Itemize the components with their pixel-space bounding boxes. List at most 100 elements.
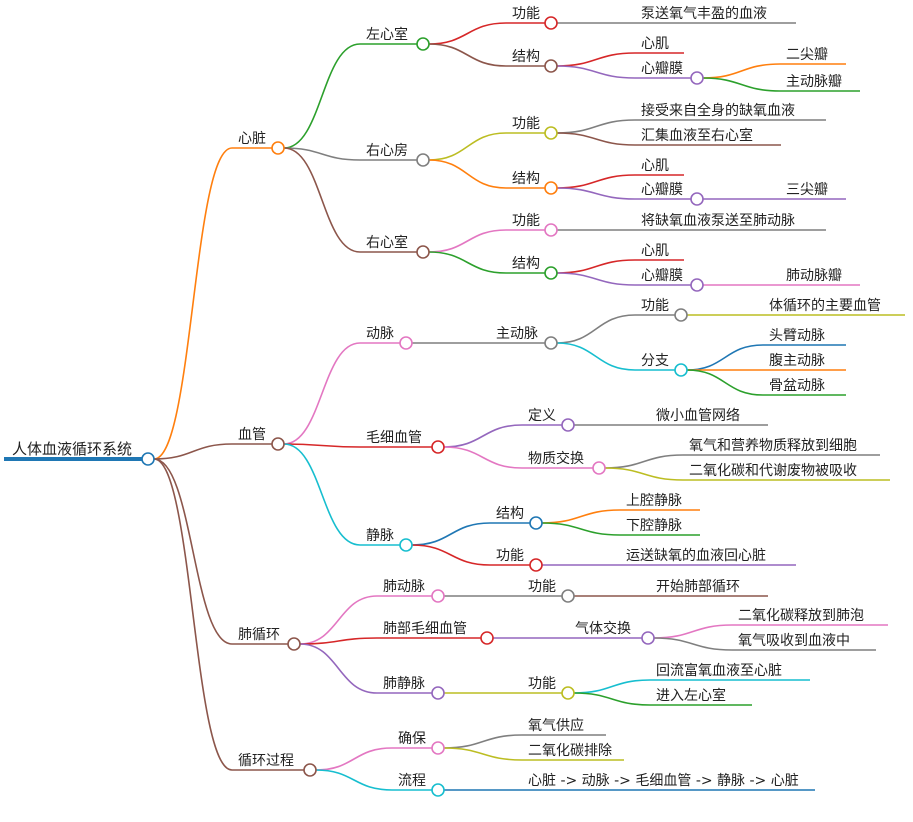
branch-link xyxy=(556,65,636,79)
node-label: 接受来自全身的缺氧血液 xyxy=(641,102,795,119)
node-label: 二氧化碳和代谢废物被吸收 xyxy=(689,463,857,479)
branch-link xyxy=(428,43,507,67)
node-toggle-circle[interactable] xyxy=(416,245,430,259)
node-toggle-circle[interactable] xyxy=(592,461,606,475)
node-toggle-circle[interactable] xyxy=(674,363,688,377)
branch-link xyxy=(573,692,651,706)
node-toggle-circle[interactable] xyxy=(431,589,445,603)
node-label: 功能 xyxy=(528,579,556,595)
branch-link xyxy=(443,734,523,749)
node-label: 心瓣膜 xyxy=(641,61,683,77)
branch-link xyxy=(428,251,507,274)
node-label: 三尖瓣 xyxy=(786,182,828,198)
node-label: 结构 xyxy=(512,256,540,272)
branch-link xyxy=(556,52,636,67)
node-label: 氧气和营养物质释放到细胞 xyxy=(689,438,857,454)
node-toggle-circle[interactable] xyxy=(674,308,688,322)
branch-link xyxy=(556,314,636,344)
root-node-circle[interactable] xyxy=(141,452,155,466)
branch-link xyxy=(541,522,621,536)
node-label: 毛细血管 xyxy=(366,430,422,446)
node-label: 定义 xyxy=(528,408,556,424)
node-label: 心瓣膜 xyxy=(641,182,683,198)
branch-link xyxy=(428,22,507,45)
node-toggle-circle[interactable] xyxy=(641,631,655,645)
branch-link xyxy=(653,637,733,651)
node-label: 氧气供应 xyxy=(528,717,584,734)
node-label: 肺部毛细血管 xyxy=(383,621,467,637)
branch-link xyxy=(299,595,378,645)
node-toggle-circle[interactable] xyxy=(271,141,285,155)
node-toggle-circle[interactable] xyxy=(399,336,413,350)
node-label: 主动脉瓣 xyxy=(786,74,842,90)
node-toggle-circle[interactable] xyxy=(544,266,558,280)
node-toggle-circle[interactable] xyxy=(690,278,704,292)
node-toggle-circle[interactable] xyxy=(544,181,558,195)
branch-link xyxy=(556,259,636,274)
node-toggle-circle[interactable] xyxy=(561,686,575,700)
branch-link xyxy=(702,77,781,92)
node-toggle-circle[interactable] xyxy=(544,59,558,73)
node-toggle-circle[interactable] xyxy=(544,336,558,350)
node-toggle-circle[interactable] xyxy=(431,440,445,454)
node-label: 右心室 xyxy=(366,234,408,251)
branch-link xyxy=(686,344,764,371)
node-label: 物质交换 xyxy=(528,450,584,467)
branch-link xyxy=(283,147,361,253)
node-toggle-circle[interactable] xyxy=(690,71,704,85)
node-label: 分支 xyxy=(641,353,669,369)
node-toggle-circle[interactable] xyxy=(399,538,413,552)
branch-link xyxy=(443,424,523,448)
node-toggle-circle[interactable] xyxy=(271,437,285,451)
node-toggle-circle[interactable] xyxy=(561,418,575,432)
node-toggle-circle[interactable] xyxy=(287,637,301,651)
links-layer xyxy=(4,22,905,791)
node-toggle-circle[interactable] xyxy=(561,589,575,603)
node-toggle-circle[interactable] xyxy=(480,631,494,645)
branch-link xyxy=(573,679,651,694)
node-label: 开始肺部循环 xyxy=(656,579,740,595)
node-label: 肺动脉 xyxy=(383,579,425,595)
node-toggle-circle[interactable] xyxy=(416,153,430,167)
node-label: 将缺氧血液泵送至肺动脉 xyxy=(641,213,795,229)
branch-link xyxy=(653,624,733,639)
node-label: 骨盆动脉 xyxy=(769,378,825,394)
branch-link xyxy=(315,769,393,791)
root-label: 人体血液循环系统 xyxy=(12,440,132,458)
node-toggle-circle[interactable] xyxy=(431,686,445,700)
branch-link xyxy=(556,272,636,286)
node-label: 动脉 xyxy=(366,326,394,342)
node-label: 腹主动脉 xyxy=(769,352,825,369)
branch-link xyxy=(556,132,636,146)
node-toggle-circle[interactable] xyxy=(431,783,445,797)
node-label: 循环过程 xyxy=(238,753,294,769)
node-toggle-circle[interactable] xyxy=(544,126,558,140)
branch-link xyxy=(428,229,507,253)
node-toggle-circle[interactable] xyxy=(529,558,543,572)
branch-link xyxy=(283,342,361,445)
node-toggle-circle[interactable] xyxy=(544,16,558,30)
node-label: 功能 xyxy=(512,213,540,229)
node-toggle-circle[interactable] xyxy=(431,741,445,755)
node-toggle-circle[interactable] xyxy=(303,763,317,777)
branch-link xyxy=(153,443,233,460)
node-toggle-circle[interactable] xyxy=(544,223,558,237)
node-label: 二尖瓣 xyxy=(786,47,828,63)
branch-link xyxy=(283,147,361,161)
node-toggle-circle[interactable] xyxy=(529,516,543,530)
branch-link xyxy=(556,342,636,371)
node-label: 泵送氧气丰盈的血液 xyxy=(641,6,767,22)
node-label: 心脏 -> 动脉 -> 毛细血管 -> 静脉 -> 心脏 xyxy=(528,773,799,789)
node-label: 血管 xyxy=(238,427,266,443)
node-label: 头臂动脉 xyxy=(769,328,825,344)
branch-link xyxy=(411,522,491,546)
branch-link xyxy=(153,458,233,771)
node-toggle-circle[interactable] xyxy=(690,192,704,206)
node-toggle-circle[interactable] xyxy=(416,37,430,51)
branch-link xyxy=(428,159,507,189)
node-label: 气体交换 xyxy=(575,620,631,637)
node-label: 功能 xyxy=(512,116,540,132)
branch-link xyxy=(283,43,361,149)
branch-link xyxy=(556,119,636,134)
node-label: 回流富氧血液至心脏 xyxy=(656,662,782,679)
